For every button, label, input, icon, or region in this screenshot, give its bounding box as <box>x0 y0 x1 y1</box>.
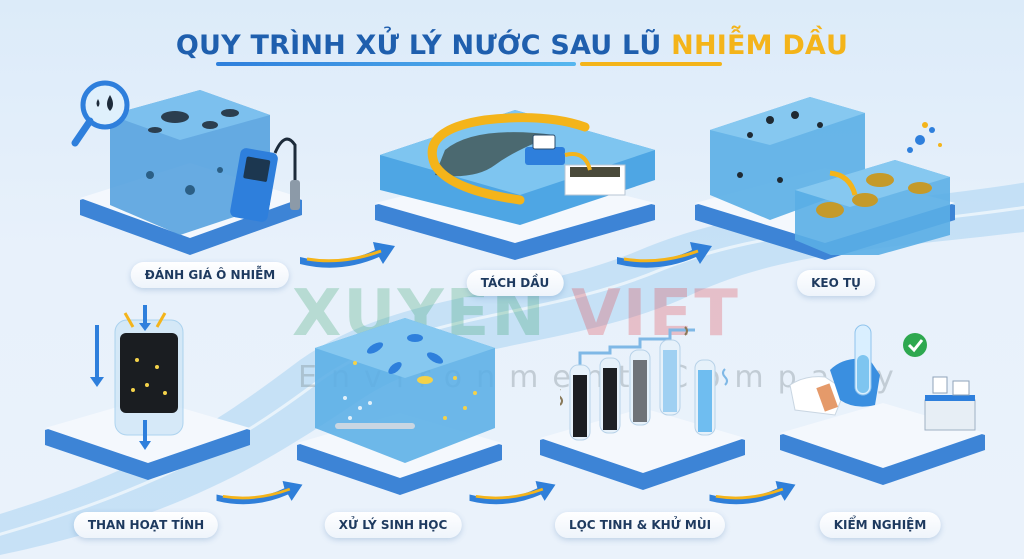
flow-arrow-1-2 <box>300 242 395 268</box>
page-title: QUY TRÌNH XỬ LÝ NƯỚC SAU LŨ NHIỄM DẦU <box>0 30 1024 61</box>
flow-arrow-5-6 <box>469 480 556 505</box>
step-4-label: THAN HOẠT TÍNH <box>73 512 219 538</box>
activated-carbon-column-icon <box>90 305 184 450</box>
step-3-label: KEO TỤ <box>797 270 875 296</box>
title-underline-yellow <box>580 62 722 66</box>
flow-arrow-6-7 <box>709 480 796 505</box>
title-main: QUY TRÌNH XỬ LÝ NƯỚC SAU LŨ <box>175 30 672 61</box>
step-2-label: TÁCH DẦU <box>466 270 564 296</box>
coagulation-tanks-icon <box>710 97 950 255</box>
bacteria-aeration-tank-icon <box>315 318 495 463</box>
step-7-label: KIỂM NGHIỆM <box>819 512 941 538</box>
flow-arrow-4-5 <box>216 480 303 505</box>
test-tube-lab-icon <box>789 324 976 431</box>
oil-water-tank-with-meter-icon <box>71 80 300 235</box>
step-6-label: LỌC TINH & KHỬ MÙI <box>554 512 726 538</box>
title-highlight: NHIỄM DẦU <box>671 30 849 61</box>
flow-arrow-2-3 <box>617 242 712 268</box>
title-underline-blue <box>216 62 576 66</box>
step-1-label: ĐÁNH GIÁ Ô NHIỄM <box>130 262 290 288</box>
oil-boom-skimmer-icon <box>380 110 655 225</box>
platform-6 <box>540 408 745 490</box>
step-5-label: XỬ LÝ SINH HỌC <box>324 512 462 538</box>
filter-columns-icon <box>560 326 728 441</box>
